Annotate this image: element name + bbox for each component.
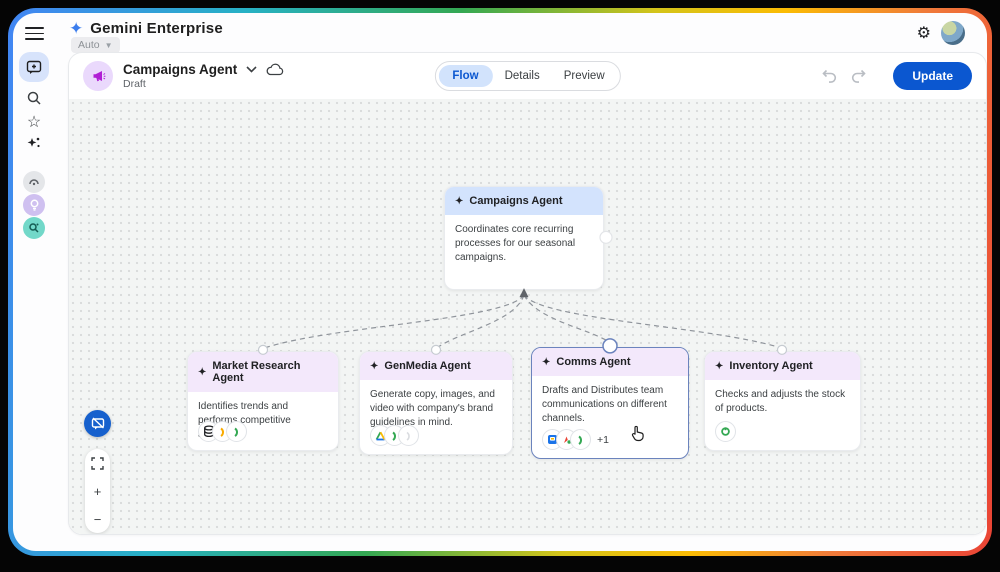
campaign-agent-avatar bbox=[83, 61, 113, 91]
tab-details[interactable]: Details bbox=[504, 70, 540, 82]
cloud-sync-icon[interactable] bbox=[266, 63, 284, 76]
status-badge: Draft bbox=[123, 78, 146, 90]
chevron-down-icon: ▼ bbox=[104, 40, 113, 50]
view-tabs: Flow Details Preview bbox=[434, 61, 621, 91]
chevron-down-icon[interactable] bbox=[246, 66, 257, 73]
new-chat-icon bbox=[26, 60, 42, 74]
zoom-out-button[interactable]: − bbox=[93, 511, 102, 527]
tab-flow[interactable]: Flow bbox=[438, 65, 493, 87]
gauge-agent-icon bbox=[29, 179, 39, 186]
tab-preview[interactable]: Preview bbox=[563, 70, 605, 82]
node-title: Comms Agent bbox=[556, 356, 631, 368]
agent-sparkle-icon: ✦ bbox=[542, 356, 551, 368]
user-avatar[interactable] bbox=[941, 21, 965, 45]
search-icon bbox=[27, 91, 41, 105]
node-title: Inventory Agent bbox=[729, 360, 813, 372]
fit-view-button[interactable] bbox=[91, 456, 104, 470]
node-campaigns-agent[interactable]: ✦ Campaigns Agent Coordinates core recur… bbox=[444, 186, 604, 290]
menu-icon[interactable] bbox=[25, 27, 44, 40]
sidebar-item-agents[interactable] bbox=[13, 135, 55, 151]
gemini-logo-icon: ✦ bbox=[69, 19, 84, 38]
gradient-window-frame: ✦ Gemini Enterprise ⚙ Auto ▼ bbox=[8, 8, 992, 556]
node-inventory-agent[interactable]: ✦ Inventory Agent Checks and adjusts the… bbox=[704, 351, 861, 451]
app-surface: ✦ Gemini Enterprise ⚙ Auto ▼ bbox=[13, 13, 987, 551]
agent-sparkle-icon: ✦ bbox=[455, 195, 464, 207]
node-description: Coordinates core recurring processes for… bbox=[455, 224, 576, 263]
blank-badge bbox=[398, 425, 419, 446]
agent-sparkle-icon: ✦ bbox=[370, 360, 379, 372]
research-agent-icon bbox=[29, 223, 39, 233]
node-description: Drafts and Distributes team communicatio… bbox=[542, 385, 667, 424]
mode-dropdown[interactable]: Auto ▼ bbox=[71, 37, 120, 53]
ring-green-icon bbox=[715, 421, 736, 442]
node-title: Campaigns Agent bbox=[469, 195, 563, 207]
node-title: GenMedia Agent bbox=[384, 360, 471, 372]
node-title: Market Research Agent bbox=[212, 360, 301, 384]
agent-editor-panel: Campaigns Agent Draft Flow Details bbox=[68, 52, 987, 535]
sidebar-agent-gauge[interactable] bbox=[23, 171, 45, 193]
sidebar-item-new-chat[interactable] bbox=[19, 52, 49, 82]
megaphone-icon bbox=[93, 70, 105, 81]
node-comms-agent[interactable]: ✦ Comms Agent Drafts and Distributes tea… bbox=[531, 347, 689, 459]
comment-off-icon bbox=[91, 417, 104, 430]
node-market-research-agent[interactable]: ✦ Market Research Agent Identifies trend… bbox=[187, 351, 339, 451]
agent-sparkle-icon: ✦ bbox=[198, 366, 207, 378]
zoom-in-button[interactable]: + bbox=[93, 483, 102, 499]
mode-label: Auto bbox=[78, 39, 100, 51]
idea-agent-icon bbox=[30, 199, 38, 211]
undo-icon[interactable] bbox=[821, 69, 838, 84]
redo-icon[interactable] bbox=[850, 69, 867, 84]
agent-sparkle-icon: ✦ bbox=[715, 360, 724, 372]
extra-tools-count: +1 bbox=[597, 433, 609, 446]
flow-connectors bbox=[257, 230, 788, 355]
node-genmedia-agent[interactable]: ✦ GenMedia Agent Generate copy, images, … bbox=[359, 351, 513, 455]
agent-name: Campaigns Agent bbox=[123, 62, 238, 77]
settings-gear-icon[interactable]: ⚙ bbox=[916, 25, 931, 42]
app-title: Gemini Enterprise bbox=[90, 20, 223, 37]
sparkle-icon bbox=[27, 137, 40, 148]
sidebar-agent-idea[interactable] bbox=[23, 194, 45, 216]
app-logo: ✦ Gemini Enterprise bbox=[69, 20, 223, 37]
sidebar-agent-research[interactable] bbox=[23, 217, 45, 239]
star-icon: ☆ bbox=[26, 114, 42, 131]
toggle-annotations-button[interactable] bbox=[84, 410, 111, 437]
zoom-controls: + − bbox=[85, 449, 110, 533]
node-description: Checks and adjusts the stock of products… bbox=[715, 389, 846, 414]
sidebar-item-search[interactable] bbox=[13, 90, 55, 106]
agent-editor-header: Campaigns Agent Draft Flow Details bbox=[69, 53, 986, 99]
update-button[interactable]: Update bbox=[893, 62, 972, 90]
flow-canvas[interactable]: ✦ Campaigns Agent Coordinates core recur… bbox=[69, 99, 986, 534]
arc-green-icon bbox=[570, 429, 591, 450]
node-description: Generate copy, images, and video with co… bbox=[370, 389, 495, 428]
arc-green-icon bbox=[226, 421, 247, 442]
sidebar-item-starred[interactable]: ☆ bbox=[13, 112, 55, 132]
